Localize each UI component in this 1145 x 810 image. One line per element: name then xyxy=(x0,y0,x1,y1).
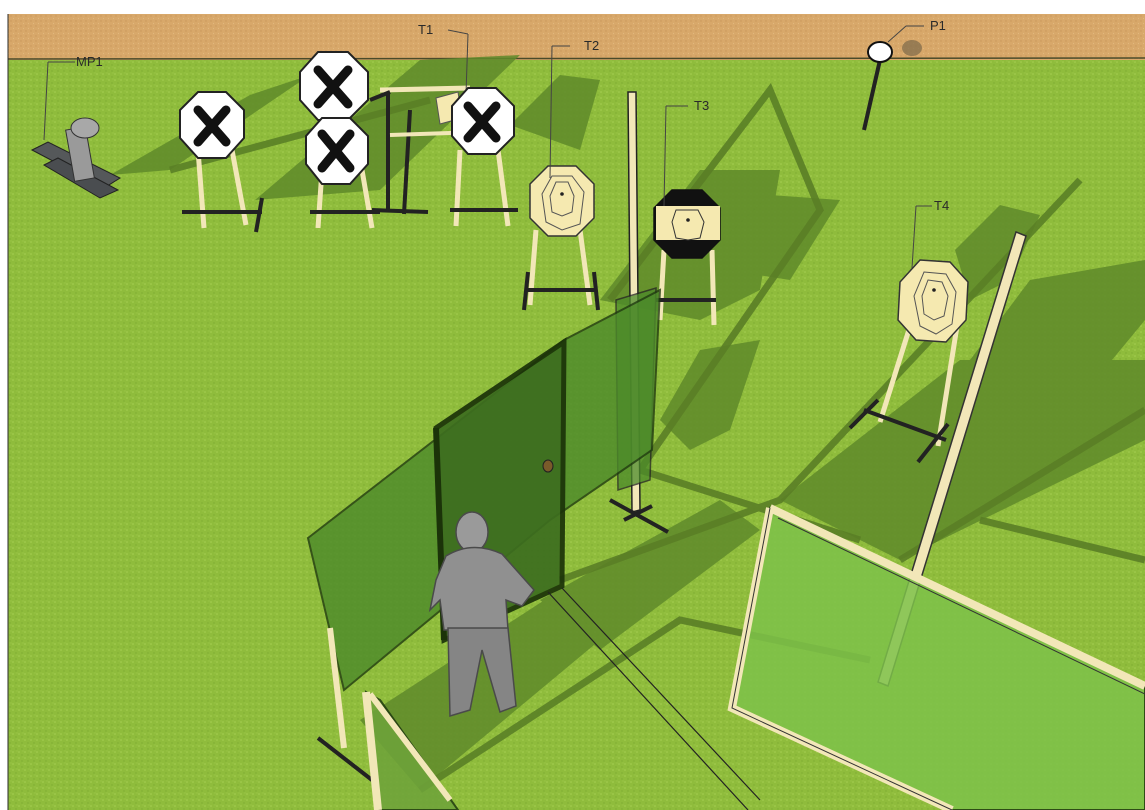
plate-icon xyxy=(868,42,892,62)
label-t4: T4 xyxy=(934,198,949,213)
berm-edge xyxy=(8,58,1145,59)
label-t2: T2 xyxy=(584,38,599,53)
label-mp1: MP1 xyxy=(76,54,103,69)
label-t1: T1 xyxy=(418,22,433,37)
door-knob xyxy=(543,460,553,472)
backstop-berm xyxy=(8,14,1145,60)
label-p1: P1 xyxy=(930,18,946,33)
label-t3: T3 xyxy=(694,98,709,113)
